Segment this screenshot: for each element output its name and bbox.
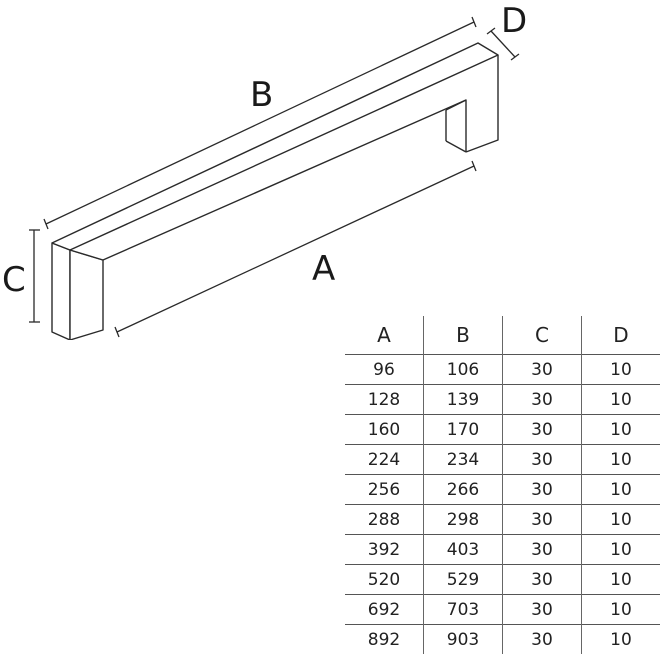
table-row: 224 234 30 10 — [345, 444, 660, 475]
cell-b: 234 — [423, 444, 503, 475]
handle-outline — [51, 42, 499, 340]
table-row: 160 170 30 10 — [345, 414, 660, 445]
cell-b: 703 — [423, 594, 503, 625]
cell-d: 10 — [581, 624, 660, 654]
cell-d: 10 — [581, 384, 660, 415]
cell-c: 30 — [502, 594, 582, 625]
cell-a: 256 — [345, 474, 424, 505]
cell-c: 30 — [502, 564, 582, 595]
cell-a: 96 — [345, 354, 424, 385]
table-header-row: A B C D — [345, 316, 660, 355]
cell-a: 128 — [345, 384, 424, 415]
dimension-d-line — [486, 27, 520, 61]
cell-c: 30 — [502, 414, 582, 445]
cell-d: 10 — [581, 594, 660, 625]
cell-b: 266 — [423, 474, 503, 505]
cell-a: 692 — [345, 594, 424, 625]
column-header-a: A — [377, 323, 391, 347]
cell-a: 520 — [345, 564, 424, 595]
column-header-c: C — [502, 316, 582, 355]
cell-c: 30 — [502, 624, 582, 654]
table-row: 96 106 30 10 — [345, 354, 660, 385]
table-row: 392 403 30 10 — [345, 534, 660, 565]
cell-c: 30 — [502, 444, 582, 475]
dimension-a-line — [114, 160, 477, 338]
cell-d: 10 — [581, 534, 660, 565]
cell-b: 139 — [423, 384, 503, 415]
cell-d: 10 — [581, 444, 660, 475]
cell-c: 30 — [502, 384, 582, 415]
cell-a: 288 — [345, 504, 424, 535]
table-row: 128 139 30 10 — [345, 384, 660, 415]
dimension-c-line — [29, 229, 40, 323]
label-d: D — [501, 1, 527, 41]
cell-c: 30 — [502, 474, 582, 505]
cell-c: 30 — [502, 504, 582, 535]
cell-a: 392 — [345, 534, 424, 565]
table-row: 520 529 30 10 — [345, 564, 660, 595]
column-header-d: D — [581, 316, 660, 355]
cell-b: 170 — [423, 414, 503, 445]
dimension-b-line — [43, 16, 477, 230]
table-row: 692 703 30 10 — [345, 594, 660, 625]
table-row: 256 266 30 10 — [345, 474, 660, 505]
label-a: A — [312, 249, 335, 289]
cell-d: 10 — [581, 414, 660, 445]
column-header-b: B — [423, 316, 503, 355]
table-row: 892 903 30 10 — [345, 624, 660, 654]
cell-b: 403 — [423, 534, 503, 565]
cell-d: 10 — [581, 474, 660, 505]
cell-c: 30 — [502, 534, 582, 565]
cell-d: 10 — [581, 564, 660, 595]
cell-b: 903 — [423, 624, 503, 654]
dimension-table: A B C D 96 106 30 10 128 139 30 10 160 1… — [345, 316, 660, 654]
cell-a: 160 — [345, 414, 424, 445]
cell-a: 892 — [345, 624, 424, 654]
handle-diagram: B A C D — [2, 1, 527, 340]
cell-b: 529 — [423, 564, 503, 595]
cell-d: 10 — [581, 504, 660, 535]
label-c: C — [2, 260, 26, 300]
cell-b: 298 — [423, 504, 503, 535]
label-b: B — [250, 75, 273, 115]
cell-b: 106 — [423, 354, 503, 385]
cell-c: 30 — [502, 354, 582, 385]
cell-a: 224 — [345, 444, 424, 475]
cell-d: 10 — [581, 354, 660, 385]
table-row: 288 298 30 10 — [345, 504, 660, 535]
